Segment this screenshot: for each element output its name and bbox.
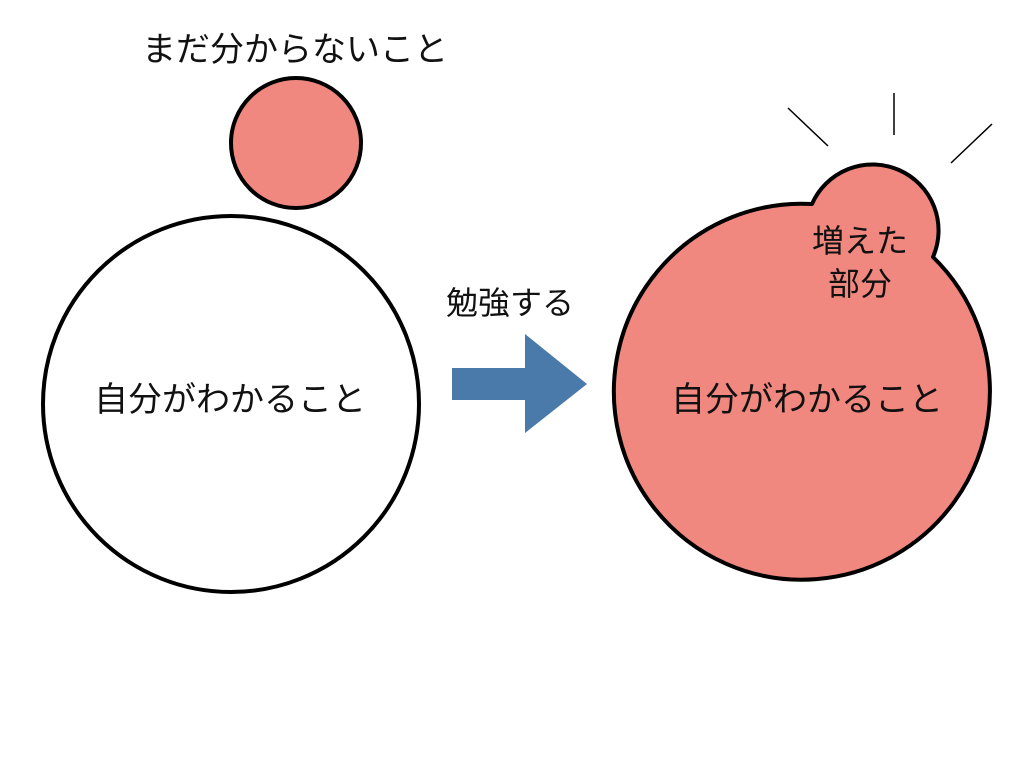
sparkle-line-right xyxy=(950,123,993,164)
sparkle-line-left xyxy=(787,107,829,147)
increased-part-label-line1: 増えた xyxy=(811,222,908,260)
grown-knowledge-shape xyxy=(611,162,992,582)
increased-part-label: 増えた 部分 xyxy=(795,220,925,306)
right-arrow-icon xyxy=(452,334,587,433)
known-label-right: 自分がわかること xyxy=(671,380,943,420)
known-label-left: 自分がわかること xyxy=(94,380,366,420)
action-label: 勉強する xyxy=(445,284,574,322)
known-circle-left xyxy=(41,214,421,594)
unknown-label: まだ分からないこと xyxy=(142,30,448,70)
increased-part-label-line2: 部分 xyxy=(827,265,892,304)
unknown-circle xyxy=(229,76,363,210)
